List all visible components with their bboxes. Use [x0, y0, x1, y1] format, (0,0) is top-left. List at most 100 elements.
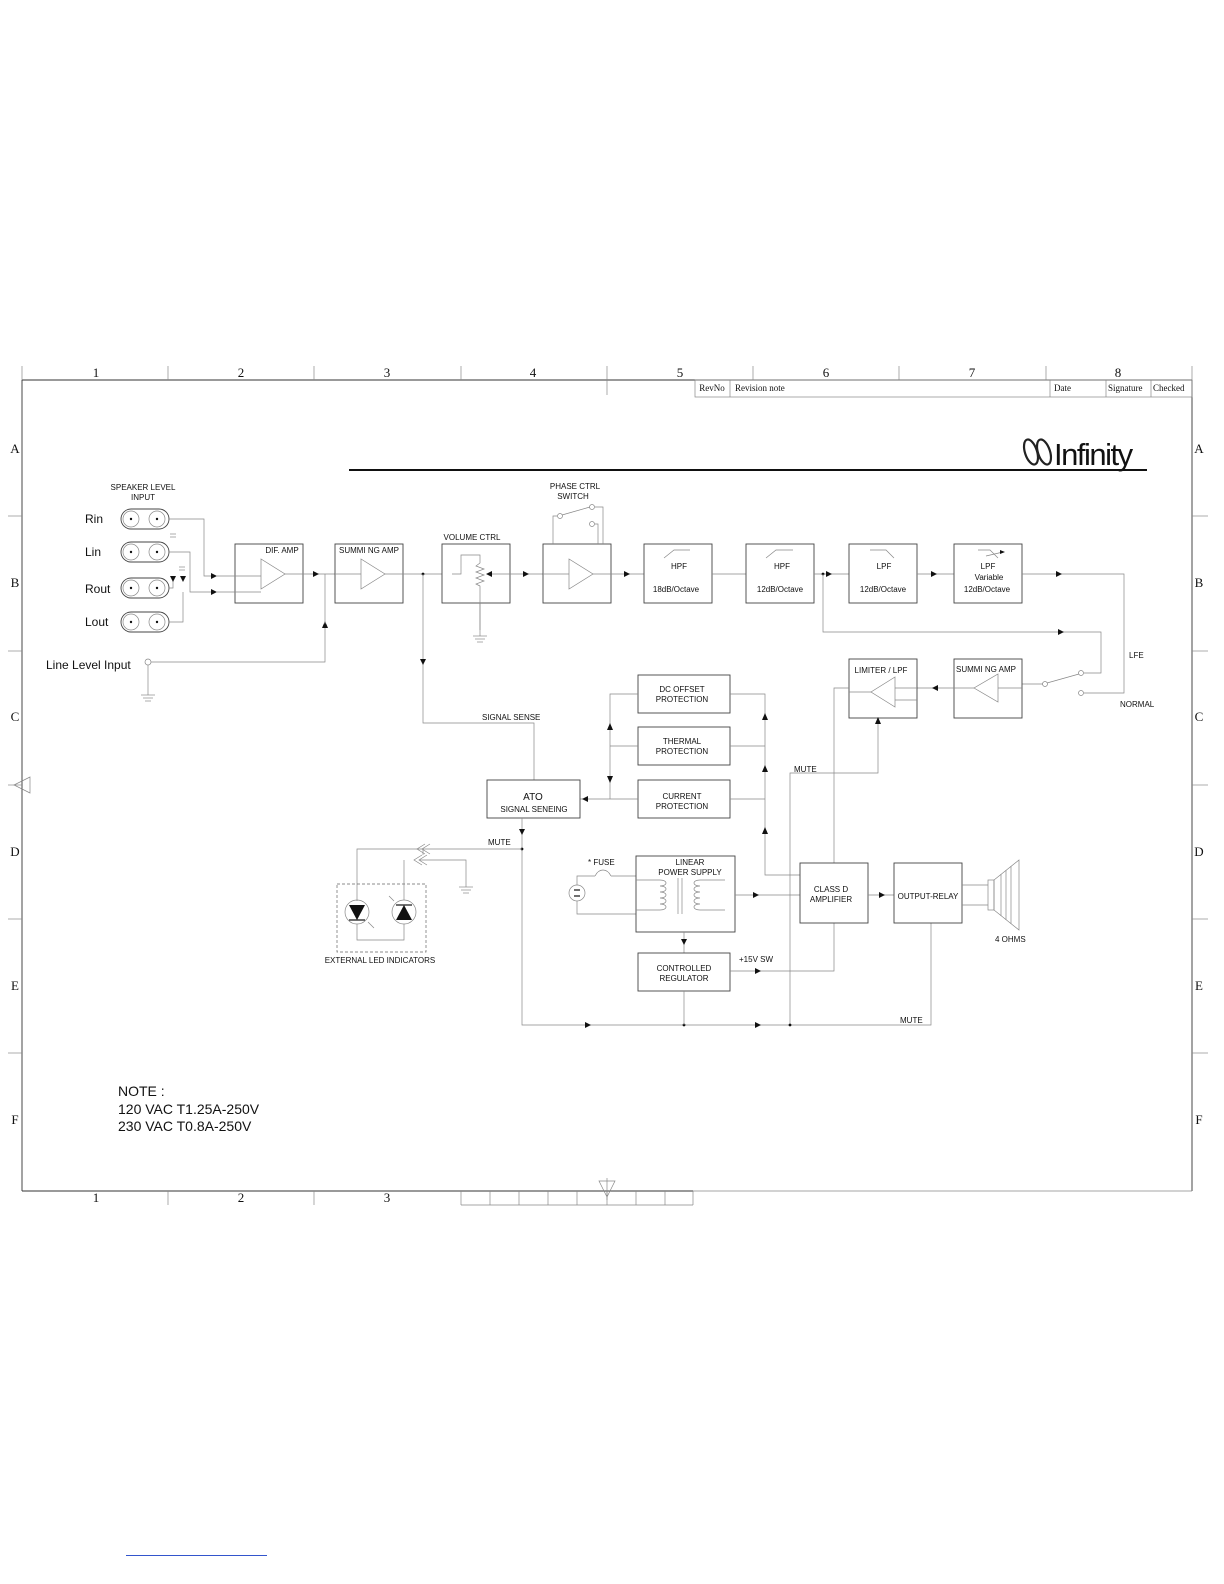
lfe-label: LFE: [1129, 651, 1144, 660]
hpf-12db-block: HPF 12dB/Octave: [745, 543, 815, 604]
row-label: F: [11, 1112, 18, 1127]
row-label: D: [1194, 844, 1203, 859]
thermal-line1: THERMAL: [663, 737, 702, 746]
row-label: A: [1194, 441, 1204, 456]
ato-line2: SIGNAL SENEING: [500, 805, 567, 814]
rin-label: Rin: [85, 512, 103, 526]
thermal-line2: PROTECTION: [656, 747, 709, 756]
column-labels: 1 2 3 4 5 6 7 8 1 2 3: [93, 365, 1122, 1205]
mains-input: * FUSE: [568, 858, 636, 915]
mute-top-label: MUTE: [794, 765, 817, 774]
speaker-level-input: SPEAKER LEVEL INPUT Rin Lin Rout Lout: [46, 483, 328, 702]
ato-line1: ATO: [523, 792, 543, 803]
checked-header: Checked: [1153, 383, 1185, 393]
led-indicators-label: EXTERNAL LED INDICATORS: [325, 956, 436, 965]
dc-offset-protection-block: DC OFFSET PROTECTION: [637, 674, 731, 714]
row-labels: A B C D E F A B C D E F: [10, 441, 1204, 1127]
row-label: B: [11, 575, 20, 590]
rin-terminal: [120, 508, 170, 530]
row-label: F: [1195, 1112, 1202, 1127]
row-label: B: [1195, 575, 1204, 590]
note-line-2: 230 VAC T0.8A-250V: [118, 1118, 252, 1134]
class-d-amplifier-block: CLASS D AMPLIFIER: [799, 862, 869, 924]
summing-amp-block-1: SUMMI NG AMP: [324, 543, 404, 624]
rout-terminal: [120, 577, 170, 599]
column-label: 3: [384, 365, 391, 380]
volume-ctrl-label: VOLUME CTRL: [444, 533, 501, 542]
external-led-indicators: EXTERNAL LED INDICATORS: [325, 843, 522, 965]
summing-amp-2-label: SUMMI NG AMP: [956, 665, 1016, 674]
mute-left-label: MUTE: [488, 838, 511, 847]
row-label: C: [1195, 709, 1204, 724]
class-d-line2: AMPLIFIER: [810, 895, 852, 904]
rev-no-header: RevNo: [699, 383, 725, 393]
signature-header: Signature: [1108, 383, 1143, 393]
column-label: 5: [677, 365, 684, 380]
dif-amp-label: DIF. AMP: [265, 546, 298, 555]
column-label: 4: [530, 365, 537, 380]
lpf-12db-block: LPF 12dB/Octave: [848, 543, 918, 604]
speaker-icon: 4 OHMS: [987, 859, 1026, 944]
summing-amp-block-2: SUMMI NG AMP: [953, 658, 1023, 719]
infinity-logo-mark: [1022, 438, 1053, 466]
row-label: A: [10, 441, 20, 456]
column-label: 7: [969, 365, 976, 380]
lpf1-title: LPF: [877, 562, 892, 571]
phase-ctrl-switch-block: PHASE CTRL SWITCH: [542, 482, 612, 604]
row-label: D: [10, 844, 19, 859]
speaker-level-label-line2: INPUT: [131, 493, 155, 502]
hpf2-title: HPF: [774, 562, 790, 571]
row-label: E: [11, 978, 19, 993]
column-label: 8: [1115, 365, 1122, 380]
column-label: 6: [823, 365, 830, 380]
controlled-regulator-block: CONTROLLED REGULATOR: [637, 952, 731, 992]
line-level-input-label: Line Level Input: [46, 658, 131, 672]
drawing-frame: [8, 366, 1208, 1206]
signal-sense-label: SIGNAL SENSE: [482, 713, 540, 722]
lpf2-title: LPF: [981, 562, 996, 571]
fuse-label: * FUSE: [588, 858, 615, 867]
dc-offset-line1: DC OFFSET: [659, 685, 704, 694]
lin-terminal: [120, 541, 170, 563]
rout-label: Rout: [85, 582, 111, 596]
phase-ctrl-label-line2: SWITCH: [557, 492, 589, 501]
hpf1-title: HPF: [671, 562, 687, 571]
ato-block: ATO SIGNAL SENEING: [486, 779, 581, 819]
column-label: 3: [384, 1190, 391, 1205]
current-line2: PROTECTION: [656, 802, 709, 811]
lout-label: Lout: [85, 615, 109, 629]
hpf-18db-block: HPF 18dB/Octave: [643, 543, 713, 604]
lpf1-slope: 12dB/Octave: [860, 585, 907, 594]
class-d-line1: CLASS D: [814, 885, 848, 894]
column-label: 1: [93, 365, 100, 380]
note-line-1: 120 VAC T1.25A-250V: [118, 1101, 260, 1117]
column-label: 1: [93, 1190, 100, 1205]
column-label: 2: [238, 365, 245, 380]
row-label: E: [1195, 978, 1203, 993]
output-relay-label: OUTPUT-RELAY: [898, 892, 959, 901]
hpf1-slope: 18dB/Octave: [653, 585, 700, 594]
dc-offset-line2: PROTECTION: [656, 695, 709, 704]
volume-ctrl-block: VOLUME CTRL: [441, 533, 511, 643]
plus-15v-label: +15V SW: [739, 955, 773, 964]
psu-line1: LINEAR: [676, 858, 705, 867]
lfe-normal-switch: [1022, 670, 1084, 696]
psu-line2: POWER SUPPLY: [658, 868, 722, 877]
date-header: Date: [1054, 383, 1071, 393]
hpf2-slope: 12dB/Octave: [757, 585, 804, 594]
thermal-protection-block: THERMAL PROTECTION: [637, 726, 731, 766]
revision-table: RevNo Revision note Date Signature Check…: [694, 379, 1193, 398]
dif-amp-block: DIF. AMP: [216, 543, 304, 604]
row-label: C: [11, 709, 20, 724]
speaker-level-label-line1: SPEAKER LEVEL: [111, 483, 176, 492]
lin-label: Lin: [85, 545, 101, 559]
output-relay-block: OUTPUT-RELAY: [893, 862, 963, 924]
lpf-variable-block: LPF Variable 12dB/Octave: [953, 543, 1023, 604]
current-line1: CURRENT: [662, 792, 701, 801]
column-label: 2: [238, 1190, 245, 1205]
infinity-logo-text: Infinity: [1054, 437, 1134, 472]
phase-ctrl-label-line1: PHASE CTRL: [550, 482, 601, 491]
current-protection-block: CURRENT PROTECTION: [637, 779, 731, 819]
limiter-lpf-block: LIMITER / LPF: [848, 658, 918, 719]
lpf2-slope: 12dB/Octave: [964, 585, 1011, 594]
